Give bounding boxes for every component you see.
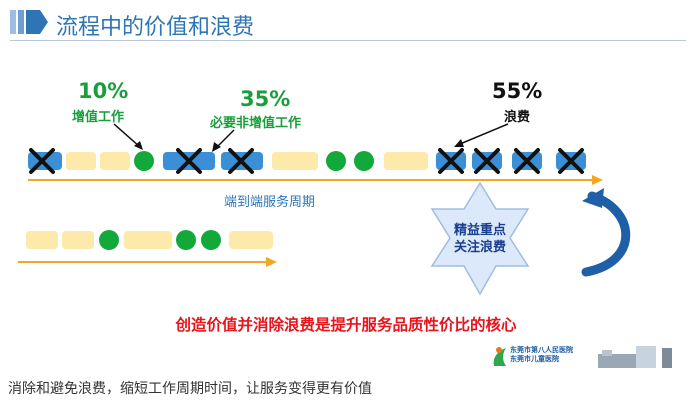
hospital-name-2: 东莞市儿童医院 <box>510 355 559 363</box>
page-title: 流程中的价值和浪费 <box>56 15 255 40</box>
necessary-block <box>66 152 96 170</box>
slogan: 创造价值并消除浪费是提升服务品质性价比的核心 <box>175 316 517 334</box>
cross-mark-icon <box>29 148 55 174</box>
cross-mark-icon <box>176 148 202 174</box>
cross-mark-icon <box>558 148 584 174</box>
hospital-name-1: 东莞市第八人民医院 <box>510 346 573 354</box>
necessary-block <box>272 152 318 170</box>
necessary-block <box>62 231 94 249</box>
necessary-block <box>384 152 428 170</box>
pointer-line <box>459 123 509 145</box>
hospital-logo-icon <box>493 346 672 368</box>
star-text-line1: 精益重点 <box>453 223 506 238</box>
waste-label: 浪费 <box>504 110 531 125</box>
value-dot <box>354 151 374 171</box>
necessary-block <box>124 231 172 249</box>
star-badge-icon <box>430 181 530 296</box>
star-text: 精益重点 关注浪费 <box>420 222 540 256</box>
pointer-arrowhead <box>134 141 143 150</box>
curved-arrow-icon <box>581 188 631 277</box>
necessary-label: 必要非增值工作 <box>210 116 302 131</box>
cross-mark-icon <box>228 148 254 174</box>
star-text-line2: 关注浪费 <box>453 240 506 255</box>
pointer-line <box>113 123 141 148</box>
cross-mark-icon <box>438 148 464 174</box>
value-dot <box>134 151 154 171</box>
arrow-layer <box>18 123 631 296</box>
waste-percent: 55% <box>492 79 543 103</box>
slide: 流程中的价值和浪费 10% 增值工作 35% 必要非增值工作 55% 浪费 <box>10 10 686 368</box>
title-arrow-icon <box>10 10 48 34</box>
necessary-block <box>26 231 58 249</box>
value-dot <box>326 151 346 171</box>
cross-mark-icon <box>474 148 500 174</box>
cross-mark-icon <box>514 148 540 174</box>
title-divider <box>10 40 686 41</box>
improved-timeline-arrowhead <box>266 257 277 267</box>
cycle-timeline-arrowhead <box>592 175 603 185</box>
value-dot <box>99 230 119 250</box>
pointer-arrowhead <box>212 142 221 152</box>
value-dot <box>201 230 221 250</box>
pointer-line <box>215 129 235 149</box>
necessary-block <box>229 231 273 249</box>
pointer-arrowhead <box>454 139 464 147</box>
caption: 消除和避免浪费，缩短工作周期时间，让服务变得更有价值 <box>8 381 372 397</box>
necessary-percent: 35% <box>240 87 291 111</box>
value-dot <box>176 230 196 250</box>
necessary-block <box>100 152 130 170</box>
value-added-percent: 10% <box>78 79 129 103</box>
value-added-label: 增值工作 <box>72 110 125 125</box>
cycle-label: 端到端服务周期 <box>224 195 316 210</box>
